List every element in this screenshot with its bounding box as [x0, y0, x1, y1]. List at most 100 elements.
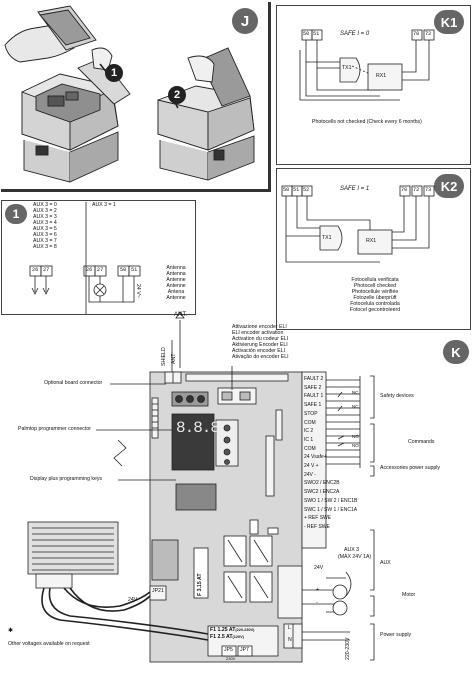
shield-label: SHIELD [161, 347, 167, 366]
terminal-ref-swe-plus: + REF SWE [304, 515, 332, 522]
terminal-swo1: SWO 1 / SW 2 / ENC1B [304, 497, 358, 504]
terminal-com-2: COM [304, 445, 316, 452]
terminal-ic-1: IC 1 [304, 436, 314, 443]
encoder-label-it: Attivazione encoder ELI [232, 324, 287, 330]
group-safety-devices: Safety devices [380, 393, 414, 399]
transformer-24v-label: 24V [128, 597, 138, 603]
k2-caption-nl: Fotocel gecontroleerd [349, 306, 401, 313]
encoder-label-pt: Ativação do encoder ELI [232, 353, 289, 360]
power-terminal-n: N [288, 637, 292, 643]
terminal-safe-1: SAFE 1 [304, 402, 322, 409]
terminal-swc2: SWC2 / ENC2A [304, 489, 340, 496]
terminal-24v-safe: 24 Vsafe+ [304, 454, 327, 461]
panel-k2 [276, 168, 471, 330]
k1-rx-label: RX1 [376, 73, 387, 79]
k2-tx-label: TX1 [322, 235, 332, 241]
antenna-top-label: ANT. [174, 312, 188, 318]
fuse2-label: F1 2.5 AT(120V) [210, 634, 244, 641]
aux-right-terminal-51: 51 [131, 267, 138, 273]
encoder-label-en: ELI encoder activation [232, 329, 284, 336]
group-aux: AUX [380, 560, 391, 566]
group-accessories-power: Accessories power supply [380, 465, 440, 471]
k2-terminal-51: 51 [293, 187, 300, 193]
jp7-label: JP7 [240, 647, 249, 653]
aux3-mode-list: AUX 3 = 0 AUX 3 = 2 AUX 3 = 3 AUX 3 = 4 … [33, 202, 57, 251]
fuse2-value: F1 2.5 AT [210, 634, 233, 640]
ant-label: ANT [171, 353, 177, 364]
k2-terminal-70: 70 [401, 187, 408, 193]
aux3-mode-0: AUX 3 = 0 [33, 202, 57, 208]
palmtop-connector-label: Palmtop programmer connector [18, 426, 91, 432]
panel-k1 [276, 5, 471, 165]
terminal-24v-minus: 24V - [304, 471, 316, 478]
fuse1-note: (220-230V) [235, 628, 255, 632]
terminal-ref-swe-minus: - REF SWE [304, 523, 330, 530]
aux-right-terminal-27: 27 [97, 267, 104, 273]
panel-1-tag: 1 [5, 204, 27, 224]
group-motor: Motor [402, 592, 416, 598]
encoder-label-de: Aktivierung Encoder ELI [232, 341, 288, 348]
jp5-label: JP5 [224, 647, 233, 653]
contact-nc-1: NC [352, 390, 359, 395]
antenna-labels: Antenna Antenna Antenne Antenne Antena A… [156, 265, 196, 302]
terminal-fault-2: FAULT 2 [304, 376, 324, 382]
aux-24v-output-label: 24V [314, 565, 324, 571]
jp21-label: JP21 [152, 588, 164, 594]
optional-board-connector-label: Optional board connector [44, 380, 103, 386]
contact-nc-2: NC [352, 404, 359, 409]
aux3-max-label: (MAX 24V 1A) [338, 554, 372, 560]
terminal-ic-2: IC 2 [304, 428, 314, 435]
k2-terminal-73: 73 [425, 187, 432, 193]
panel-j [1, 2, 271, 192]
k2-captions: Fotocellula verificata Photocell checked… [300, 277, 450, 314]
k2-terminal-72: 72 [413, 187, 420, 193]
aux-right-terminal-50: 50 [120, 267, 127, 273]
aux3-mode-4: AUX 3 = 4 [33, 219, 57, 226]
fuse2-note: (120V) [232, 635, 244, 639]
motor-minus-label: - [316, 600, 318, 606]
fuse1-value: F1 1.25 AT [210, 627, 236, 633]
aux3-mode-5: AUX 3 = 5 [33, 225, 57, 232]
contact-no-2: NO [352, 443, 359, 448]
k1-tx-label: TX1 [342, 65, 352, 71]
other-voltages-note: Other voltages available on request [8, 641, 90, 647]
fuse1-label: F1 1.25 AT(220-230V) [210, 627, 255, 634]
k2-caption-es: Fotocelula controlada [350, 300, 400, 307]
antenna-label-fr: Antenne [166, 276, 186, 283]
contact-no-1: NO [352, 434, 359, 439]
k2-caption-en: Photocell checked [353, 282, 397, 289]
terminal-safe-2: SAFE 2 [304, 384, 322, 391]
k2-mode-label: SAFE I = 1 [340, 186, 370, 192]
terminal-fault-1: FAULT 1 [304, 393, 324, 400]
antenna-label-de: Antenne [166, 282, 186, 289]
aux3-mode-2: AUX 3 = 2 [33, 207, 57, 214]
aux3-label: AUX 3 [344, 547, 359, 553]
aux-left-terminal-26: 26 [32, 267, 39, 273]
k2-terminal-50: 50 [283, 187, 290, 193]
group-power-supply: Power supply [380, 632, 412, 638]
terminal-24v-plus: 24 V + [304, 463, 319, 470]
panel-k-tag: K [443, 340, 469, 364]
antenna-label-es: Antena [167, 288, 185, 295]
panel-k1-tag: K1 [434, 10, 464, 34]
antenna-label-it: Antenna [166, 265, 186, 271]
power-terminal-l: L [288, 625, 291, 631]
aux3-mode-3: AUX 3 = 3 [33, 213, 57, 220]
aux-left-terminal-27: 27 [43, 267, 50, 273]
board-fuse-label: F 3.15 AT [197, 573, 203, 596]
step-1-badge: 1 [105, 64, 123, 82]
k2-caption-it: Fotocellula verificata [351, 277, 399, 283]
k2-rx-label: RX1 [366, 238, 377, 244]
panel-1 [1, 200, 196, 315]
terminal-com-1: COM [304, 419, 316, 426]
k2-terminal-52: 52 [303, 187, 310, 193]
k1-terminal-72: 72 [425, 31, 432, 37]
k2-caption-de: Fotozelle überprüft [353, 294, 397, 301]
aux3-mode-6: AUX 3 = 6 [33, 231, 57, 238]
k1-caption: Photocells not checked (Check every 6 mo… [312, 119, 422, 125]
k1-terminal-70: 70 [413, 31, 420, 37]
